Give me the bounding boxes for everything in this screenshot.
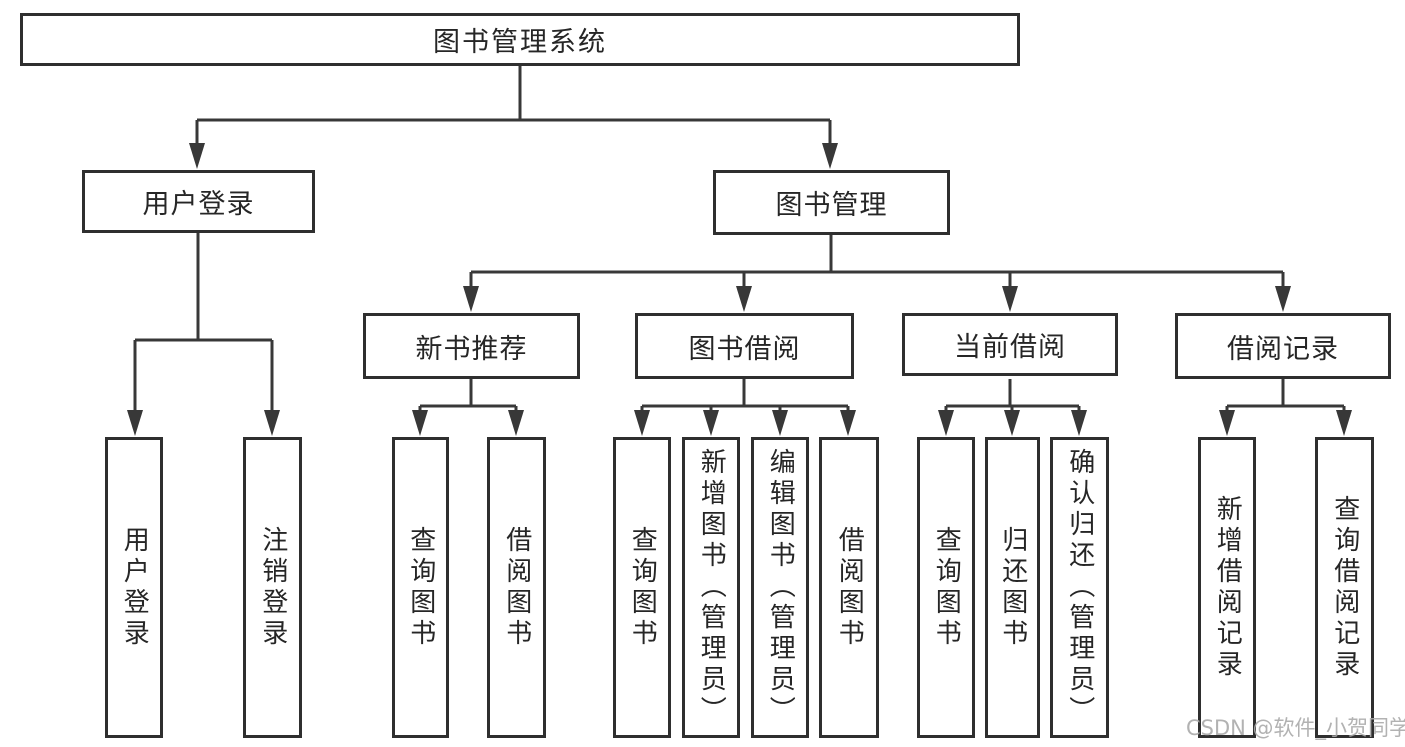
node-user-login-label: 用户登录 (142, 189, 255, 220)
node-book-management: 图书管理 (713, 170, 950, 235)
leaf-return-books: 归还图书 (985, 437, 1040, 738)
node-root-system: 图书管理系统 (20, 13, 1020, 66)
leaf-logout: 注销登录 (243, 437, 302, 738)
node-book-borrowing-label: 图书借阅 (688, 333, 801, 365)
leaf-logout-label: 注销登录 (257, 525, 288, 650)
node-root-label: 图书管理系统 (433, 27, 607, 58)
leaf-user-login-label: 用户登录 (119, 525, 150, 650)
leaf-return-books-label: 归还图书 (997, 525, 1028, 650)
leaf-borrow-books-label: 借阅图书 (834, 525, 865, 650)
leaf-add-books-admin-label: 新增图书（管理员） (696, 448, 727, 727)
leaf-query-borrow-record-label: 查询借阅记录 (1329, 494, 1360, 681)
leaf-confirm-return-admin-label: 确认归还（管理员） (1064, 448, 1095, 727)
connector-user-login-children (127, 233, 280, 436)
leaf-edit-books-admin-label: 编辑图书（管理员） (765, 448, 796, 727)
leaf-confirm-return-admin: 确认归还（管理员） (1050, 437, 1109, 738)
leaf-search-books-borrow-label: 查询图书 (627, 525, 658, 650)
leaf-search-books-recommend-label: 查询图书 (405, 525, 436, 650)
connector-book-mgmt-children (463, 235, 1291, 312)
node-book-management-label: 图书管理 (775, 190, 888, 221)
leaf-borrow-books-recommend: 借阅图书 (487, 437, 546, 738)
csdn-watermark: CSDN @软件_小贺同学 (1186, 716, 1405, 740)
node-new-book-recommendation: 新书推荐 (363, 313, 580, 379)
node-book-borrowing: 图书借阅 (635, 313, 854, 379)
leaf-search-books-current-label: 查询图书 (931, 525, 962, 650)
node-current-borrowing: 当前借阅 (902, 313, 1118, 376)
leaf-search-books-recommend: 查询图书 (392, 437, 449, 738)
connector-new-book-rec-children (412, 379, 524, 436)
node-new-book-recommendation-label: 新书推荐 (415, 333, 528, 365)
connector-borrow-record-children (1219, 379, 1352, 436)
leaf-borrow-books-recommend-label: 借阅图书 (501, 525, 532, 650)
node-borrowing-records-label: 借阅记录 (1227, 333, 1339, 365)
leaf-add-borrow-record: 新增借阅记录 (1198, 437, 1256, 738)
connector-current-borrow-children (938, 379, 1087, 436)
leaf-user-login: 用户登录 (105, 437, 163, 738)
node-user-login: 用户登录 (82, 170, 315, 233)
node-current-borrowing-label: 当前借阅 (954, 332, 1066, 363)
connector-book-borrow-children (634, 379, 856, 436)
leaf-add-borrow-record-label: 新增借阅记录 (1212, 494, 1243, 681)
leaf-edit-books-admin: 编辑图书（管理员） (751, 437, 809, 738)
leaf-query-borrow-record: 查询借阅记录 (1315, 437, 1374, 738)
leaf-borrow-books: 借阅图书 (819, 437, 879, 738)
node-borrowing-records: 借阅记录 (1175, 313, 1391, 379)
connector-root-to-level2 (189, 66, 838, 169)
leaf-add-books-admin: 新增图书（管理员） (682, 437, 740, 738)
leaf-search-books-borrow: 查询图书 (613, 437, 671, 738)
leaf-search-books-current: 查询图书 (917, 437, 975, 738)
